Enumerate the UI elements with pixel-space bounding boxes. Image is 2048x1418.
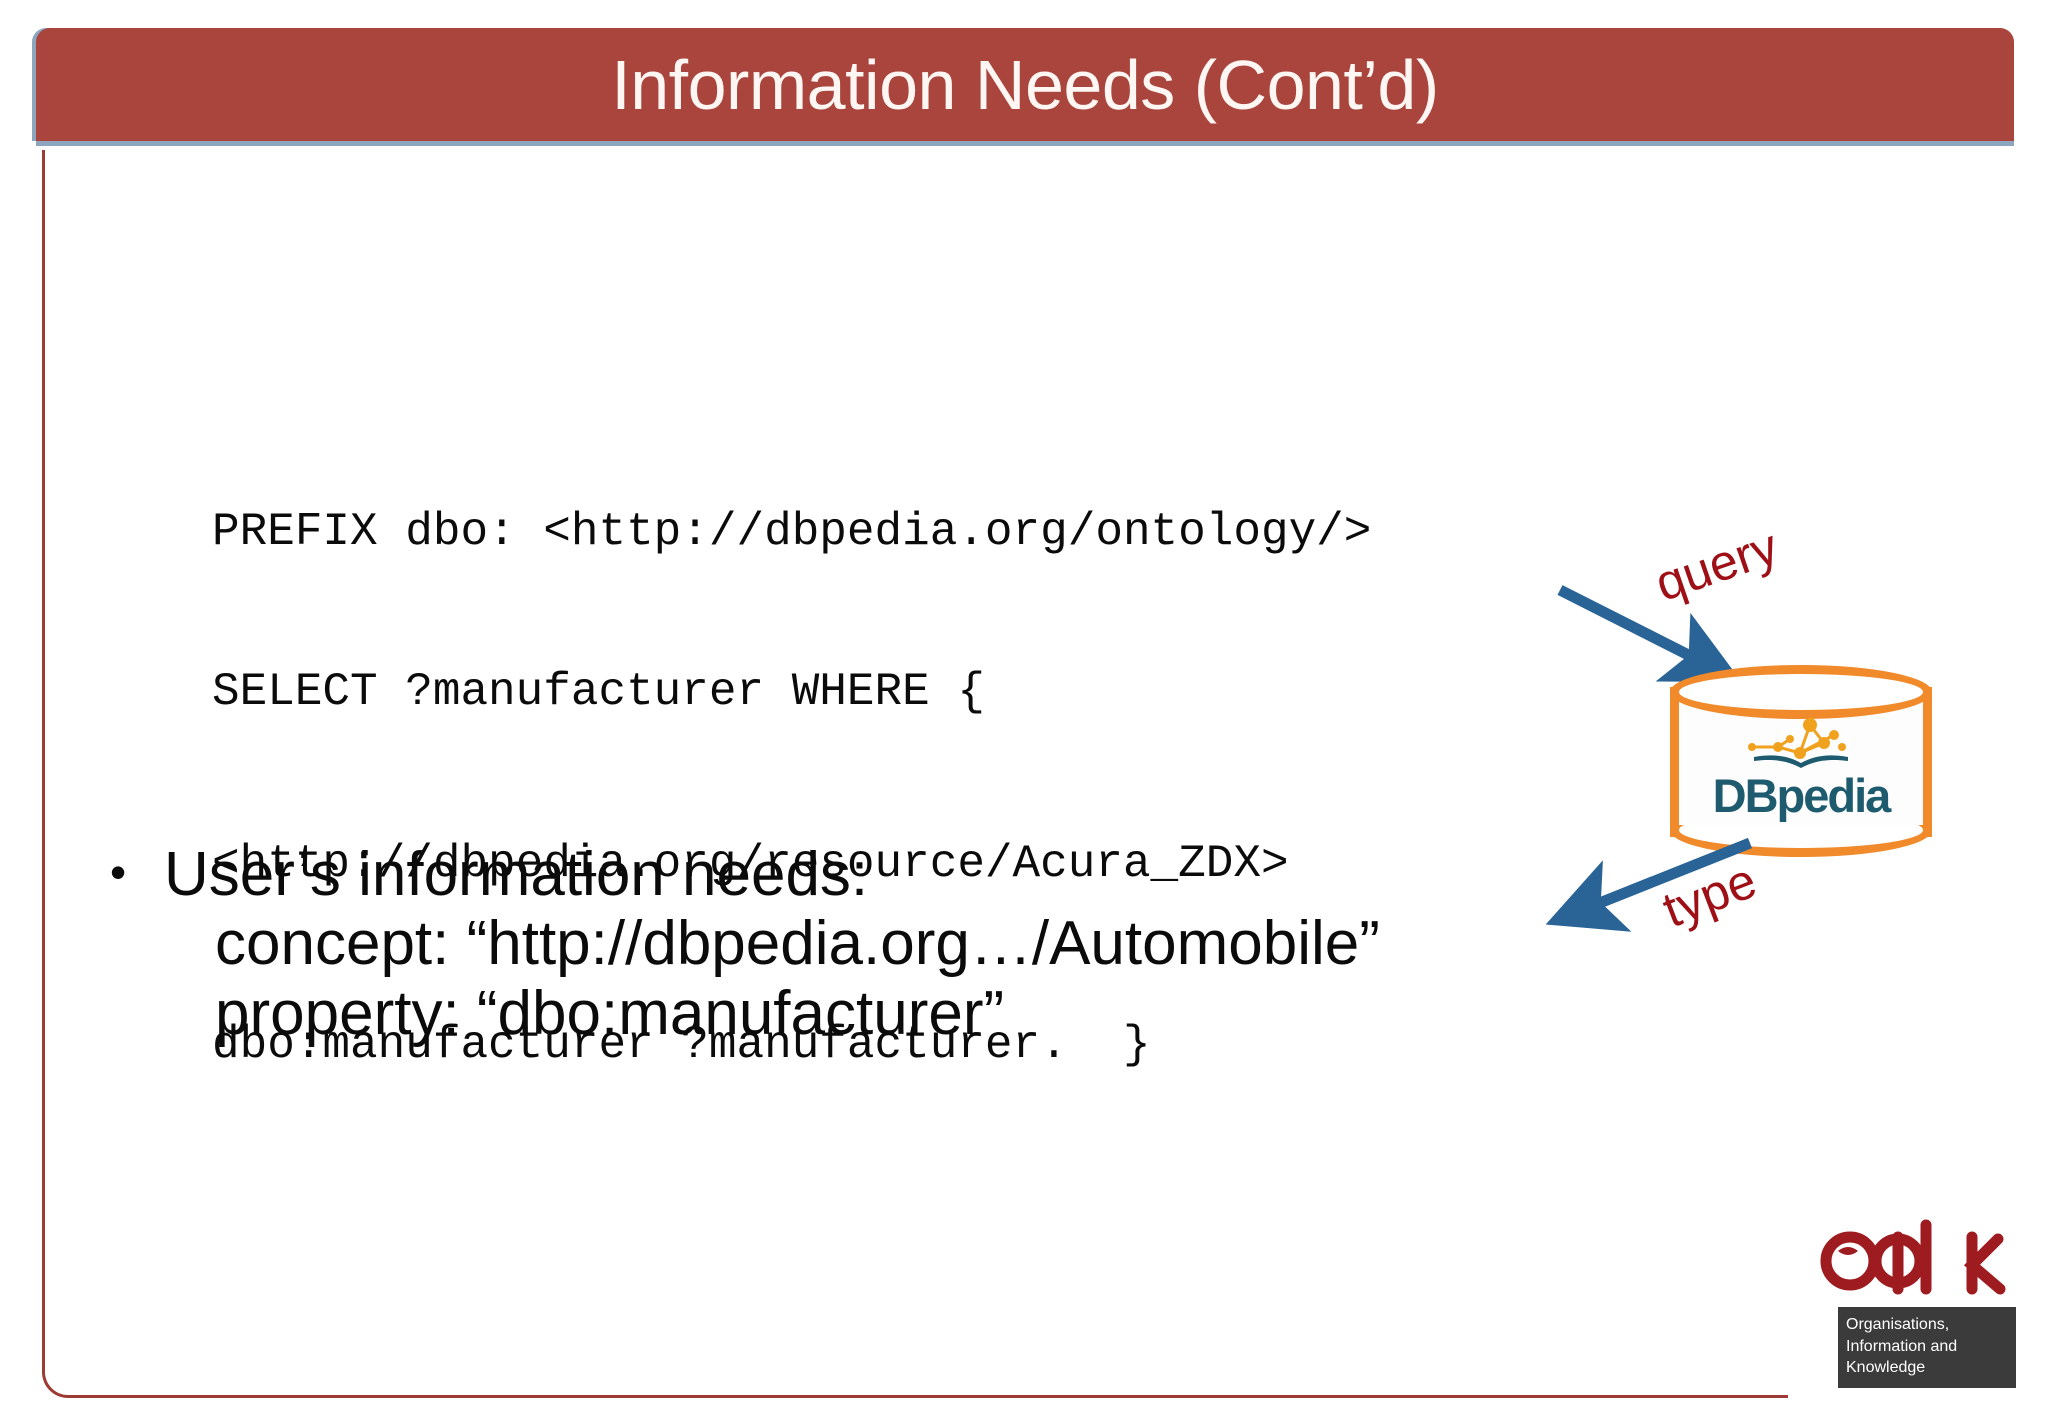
query-arrow xyxy=(1557,585,1742,682)
dbpedia-graph-icon xyxy=(1748,718,1848,768)
list-item: • User’s information needs: xyxy=(110,840,1530,909)
sparql-code-block: PREFIX dbo: <http://dbpedia.org/ontology… xyxy=(212,415,1371,1190)
oak-group-logo: Organisations, Information and Knowledge xyxy=(1820,1215,2016,1388)
dbpedia-wordmark: DBpedia xyxy=(1712,769,1892,822)
cylinder-top-ellipse xyxy=(1670,665,1932,719)
code-line-predicate: dbo:manufacturer ?manufacturer. } xyxy=(212,1019,1151,1072)
code-line-select: SELECT ?manufacturer WHERE { xyxy=(212,665,985,718)
code-line-prefix: PREFIX dbo: <http://dbpedia.org/ontology… xyxy=(212,505,1372,558)
type-arrow xyxy=(1545,837,1753,932)
dbpedia-database-icon: DBpedia xyxy=(1670,665,1932,857)
information-needs-list: • User’s information needs: concept: “ht… xyxy=(110,840,1530,1048)
oak-logo-caption: Organisations, Information and Knowledge xyxy=(1838,1307,2016,1388)
page-title: Information Needs (Cont’d) xyxy=(611,45,1439,124)
bullet-point-icon: • xyxy=(110,846,127,898)
slide-title-banner: Information Needs (Cont’d) xyxy=(36,28,2014,141)
bullet-label-concept: concept: “http://dbpedia.org…/Automobile… xyxy=(215,909,1380,979)
oak-logomark-icon xyxy=(1820,1219,2006,1295)
type-arrow-line xyxy=(1545,837,1753,932)
bullet-label-user-needs: User’s information needs: xyxy=(164,840,869,909)
code-line-subject: <http://dbpedia.org/resource/Acura_ZDX> xyxy=(212,838,1289,891)
bullet-label-property: property: “dbo:manufacturer” xyxy=(215,978,1005,1048)
oak-caption-line-2: Information and xyxy=(1846,1337,1958,1355)
query-arrow-line xyxy=(1557,585,1742,682)
dbpedia-logo: DBpedia xyxy=(1670,713,1932,819)
oak-caption-line-1: Organisations, xyxy=(1846,1316,1950,1333)
oak-caption-line-3: Knowledge xyxy=(1846,1359,1926,1377)
